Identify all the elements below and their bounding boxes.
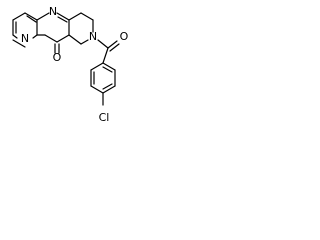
- bond: [56, 12, 70, 21]
- bond: [12, 34, 18, 39]
- bond: [44, 34, 58, 43]
- oxygen-label: O: [53, 51, 62, 64]
- bond: [24, 12, 38, 21]
- bond: [32, 34, 38, 39]
- bond: [56, 34, 70, 43]
- bond: [80, 39, 89, 45]
- bond: [12, 39, 26, 48]
- benzoyl-linker: [97, 39, 120, 64]
- bond: [68, 34, 82, 45]
- chemical-structure-canvas: N N N O O Cl: [0, 0, 144, 132]
- bond: [90, 85, 104, 94]
- bond-double-inner: [26, 15, 37, 23]
- bond: [80, 12, 94, 21]
- carbonyl-bond: [107, 40, 118, 49]
- chemical-structure-drawing: N N N O O Cl: [12, 5, 129, 124]
- nitrogen-label: N: [21, 32, 29, 45]
- bond: [68, 12, 82, 21]
- bond: [102, 62, 116, 71]
- bond: [102, 47, 109, 64]
- bond: [90, 62, 104, 71]
- nitrogen-label: N: [89, 30, 97, 43]
- pyrimidinone-ring: [36, 12, 70, 54]
- bond: [97, 39, 109, 49]
- bond: [12, 12, 26, 21]
- bond-double-inner: [102, 66, 113, 73]
- nitrogen-label: N: [49, 5, 57, 18]
- bond: [102, 85, 116, 94]
- bond: [36, 12, 50, 21]
- oxygen-label: O: [120, 30, 129, 43]
- carbonyl-bond-double: [109, 43, 120, 52]
- chlorine-label: Cl: [99, 111, 110, 124]
- bond-double-inner: [57, 16, 68, 23]
- chlorophenyl-ring: [90, 62, 116, 106]
- pyridine-ring: [12, 12, 38, 48]
- tetrahydropyridine-ring: [68, 12, 94, 45]
- bond-double-inner: [102, 83, 113, 90]
